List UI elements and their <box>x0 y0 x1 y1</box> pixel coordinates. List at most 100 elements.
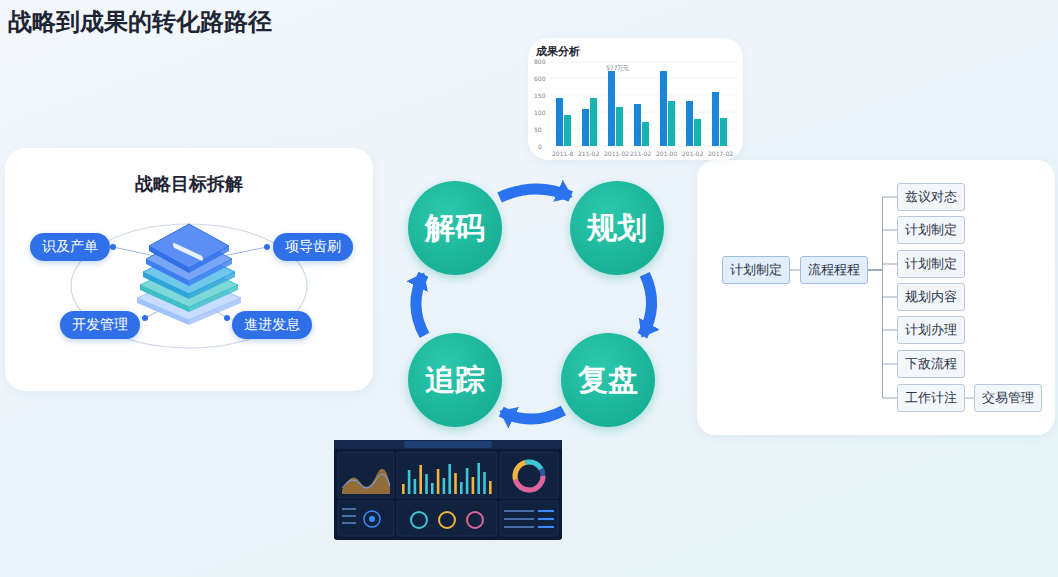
tree-line <box>790 270 800 271</box>
tree-box: 流程程程 <box>800 256 868 284</box>
tree-box: 规划内容 <box>897 283 965 311</box>
dash-bar <box>419 465 422 494</box>
node-text: 计划制定 <box>905 255 957 273</box>
cycle-circle: 复盘 <box>561 333 655 427</box>
panel-card: 成果分析800600150100500577万元2011-8211-022011… <box>528 38 743 160</box>
bar <box>564 115 571 146</box>
bar <box>590 98 597 146</box>
node-text: 项导齿刷 <box>285 238 341 256</box>
tree-box: 交易管理 <box>974 384 1042 412</box>
axis-label: 2011-02 <box>604 151 629 157</box>
dash-bar <box>489 481 492 494</box>
tree-box: 计划制定 <box>897 216 965 244</box>
tree-box: 计划制定 <box>897 250 965 278</box>
connector-dot <box>110 244 116 250</box>
axis-label: 2011-8 <box>552 151 573 157</box>
grid-line <box>550 95 736 96</box>
dash-bar <box>466 468 469 494</box>
node-text: 進进发息 <box>244 316 300 334</box>
node-text: 识及产单 <box>42 238 98 256</box>
cycle-arrow <box>642 274 651 335</box>
panel-heading: 战略目标拆解 <box>5 148 373 196</box>
dash-bar <box>460 482 463 494</box>
dash-bar <box>472 477 475 494</box>
node-text: 下敌流程 <box>905 355 957 373</box>
tree-line <box>868 264 897 270</box>
stack-layer <box>149 224 229 268</box>
grid-line <box>550 112 736 113</box>
node-text: 计划办理 <box>905 321 957 339</box>
bar <box>642 122 649 146</box>
pill-label: 开发管理 <box>60 311 140 339</box>
dash-bar <box>483 472 486 494</box>
node-text: 计划制定 <box>730 261 782 279</box>
bar <box>720 118 727 146</box>
tree-box: 计划办理 <box>897 316 965 344</box>
cycle-arrow <box>501 410 563 419</box>
bar <box>582 109 589 146</box>
leader-line <box>223 247 267 256</box>
cycle-circle: 规划 <box>570 181 664 275</box>
bar <box>556 98 563 146</box>
node-text: 计划制定 <box>905 221 957 239</box>
dashboard-illustration <box>334 440 562 540</box>
bar <box>686 101 693 146</box>
tree-line <box>868 230 897 270</box>
bar <box>668 101 675 146</box>
dash-bar <box>402 484 405 494</box>
axis-tick: 100 <box>534 110 545 116</box>
stack-slot <box>173 242 203 261</box>
panel-card: 战略目标拆解识及产单 项导齿刷开发管理 進进发息 <box>5 148 373 391</box>
axis-tick: 0 <box>538 144 542 150</box>
cycle-circle: 解码 <box>408 181 502 275</box>
node-text: 兹议对态 <box>905 188 957 206</box>
dash-bar <box>454 473 457 494</box>
dash-bar <box>448 464 451 494</box>
connector-dot <box>224 315 230 321</box>
bar <box>660 71 667 146</box>
dash-bar <box>431 483 434 494</box>
bar <box>608 71 615 146</box>
pill-label: 项导齿刷 <box>273 233 353 261</box>
axis-label: 2017-02 <box>708 151 733 157</box>
cycle-circle: 追踪 <box>408 333 502 427</box>
bar <box>616 107 623 146</box>
dash-bar <box>477 463 480 494</box>
leader-line <box>113 247 155 256</box>
node-text: 交易管理 <box>982 389 1034 407</box>
node-text: 规划 <box>587 208 647 249</box>
dash-bar <box>425 474 428 494</box>
node-text: 解码 <box>425 208 485 249</box>
node-text: 流程程程 <box>808 261 860 279</box>
axis-label: 211-02 <box>578 151 599 157</box>
pill-label: 進进发息 <box>232 311 312 339</box>
node-text: 工作计注 <box>905 389 957 407</box>
axis-tick: 50 <box>534 127 542 133</box>
node-text: 复盘 <box>578 360 638 401</box>
value-label: 577万元 <box>606 65 629 71</box>
tree-line <box>965 398 974 399</box>
grid-line <box>550 62 736 63</box>
tree-box: 计划制定 <box>722 256 790 284</box>
node-text: 规划内容 <box>905 288 957 306</box>
axis-label: 201-00 <box>656 151 677 157</box>
cycle-arrow <box>416 274 425 335</box>
bar <box>634 104 641 146</box>
dash-bar <box>437 469 440 494</box>
tree-box: 下敌流程 <box>897 350 965 378</box>
tree-box: 工作计注 <box>897 384 965 412</box>
dash-bar <box>408 470 411 494</box>
axis-label: 201-02 <box>682 151 703 157</box>
node-text: 追踪 <box>425 360 485 401</box>
connector-dot <box>264 244 270 250</box>
dash-bar <box>414 479 417 494</box>
axis-tick: 800 <box>534 59 545 65</box>
connector-dot <box>142 315 148 321</box>
tree-box: 兹议对态 <box>897 183 965 211</box>
panel-heading: 成果分析 <box>528 38 743 59</box>
dash-bar <box>443 478 446 494</box>
axis-tick: 600 <box>534 76 545 82</box>
tree-line <box>868 270 897 398</box>
node-text: 开发管理 <box>72 316 128 334</box>
grid-line <box>550 78 736 79</box>
